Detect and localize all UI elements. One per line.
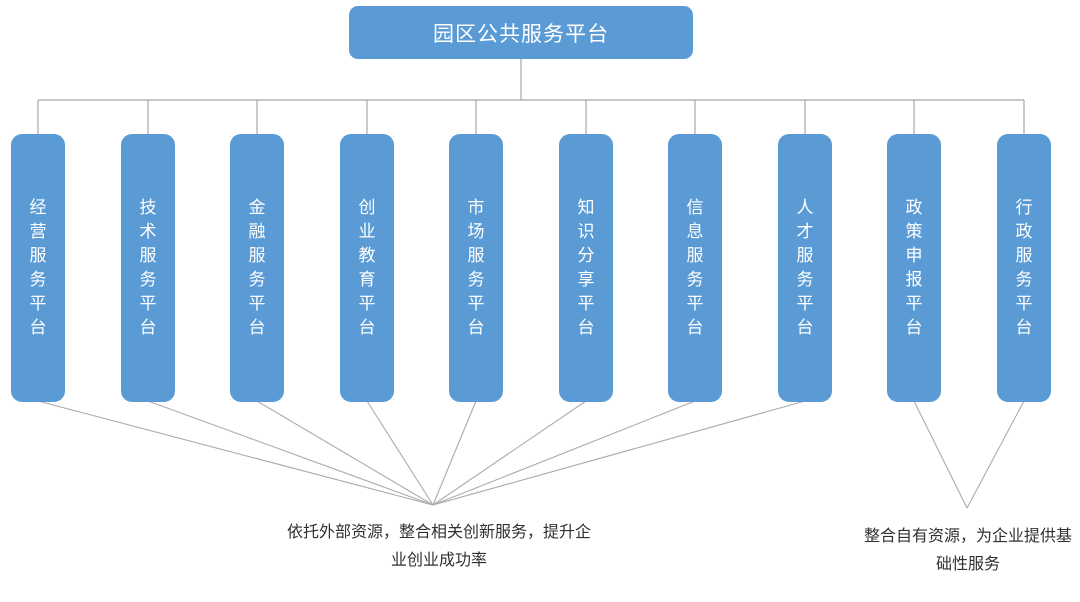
- root-platform-box: 园区公共服务平台: [349, 6, 693, 59]
- platform-box-market-service: 市场服务平台: [449, 134, 503, 402]
- convergence-lines-external: [37, 400, 806, 506]
- platform-box-administrative-service: 行政服务平台: [997, 134, 1051, 402]
- platform-box-policy-application: 政策申报平台: [887, 134, 941, 402]
- annotation-line: 业创业成功率: [390, 552, 487, 569]
- platform-label: 金融服务平台: [248, 198, 266, 337]
- platform-box-operations-service: 经营服务平台: [11, 134, 65, 402]
- platform-label: 技术服务平台: [139, 198, 157, 337]
- platform-label: 市场服务平台: [467, 198, 485, 337]
- platform-label: 知识分享平台: [577, 198, 595, 337]
- platform-label: 经营服务平台: [29, 198, 47, 337]
- platform-box-finance-service: 金融服务平台: [230, 134, 284, 402]
- annotation-line: 依托外部资源，整合相关创新服务，提升企: [286, 524, 591, 541]
- platform-box-talent-service: 人才服务平台: [778, 134, 832, 402]
- annotation-line: 础性服务: [935, 556, 1000, 573]
- platform-box-information-service: 信息服务平台: [668, 134, 722, 402]
- platform-label: 政策申报平台: [905, 198, 923, 337]
- platform-label: 人才服务平台: [796, 198, 814, 337]
- platform-label: 创业教育平台: [358, 198, 376, 337]
- platform-label: 行政服务平台: [1015, 198, 1033, 337]
- platform-box-technology-service: 技术服务平台: [121, 134, 175, 402]
- convergence-lines-internal: [913, 400, 1025, 509]
- root-platform-label: 园区公共服务平台: [433, 22, 609, 46]
- platform-box-entrepreneurship-education: 创业教育平台: [340, 134, 394, 402]
- tree-connectors: [37, 59, 1025, 135]
- annotation-external-resources: 依托外部资源，整合相关创新服务，提升企 业创业成功率: [249, 519, 629, 575]
- annotation-line: 整合自有资源，为企业提供基: [863, 528, 1072, 545]
- annotation-internal-resources: 整合自有资源，为企业提供基 础性服务: [838, 523, 1080, 579]
- platform-label: 信息服务平台: [686, 198, 704, 337]
- platform-box-knowledge-sharing: 知识分享平台: [559, 134, 613, 402]
